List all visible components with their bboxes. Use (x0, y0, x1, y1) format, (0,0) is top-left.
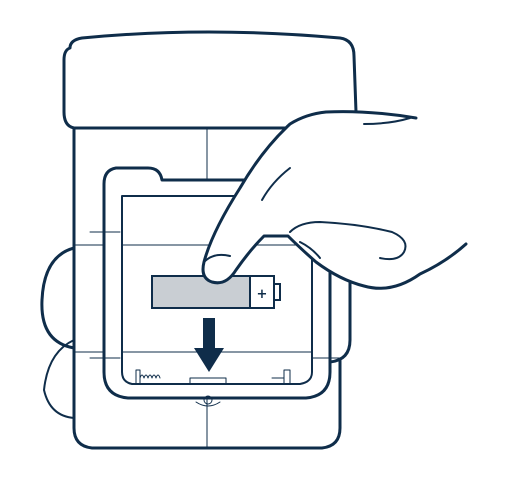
contact-plate-icon (271, 369, 291, 385)
spring-icon (135, 369, 161, 385)
battery-icon: + (151, 275, 281, 309)
hand-icon (201, 110, 468, 290)
battery-polarity-label: + (257, 287, 268, 302)
latch-detail (189, 377, 227, 407)
arrow-down-icon (194, 318, 224, 372)
